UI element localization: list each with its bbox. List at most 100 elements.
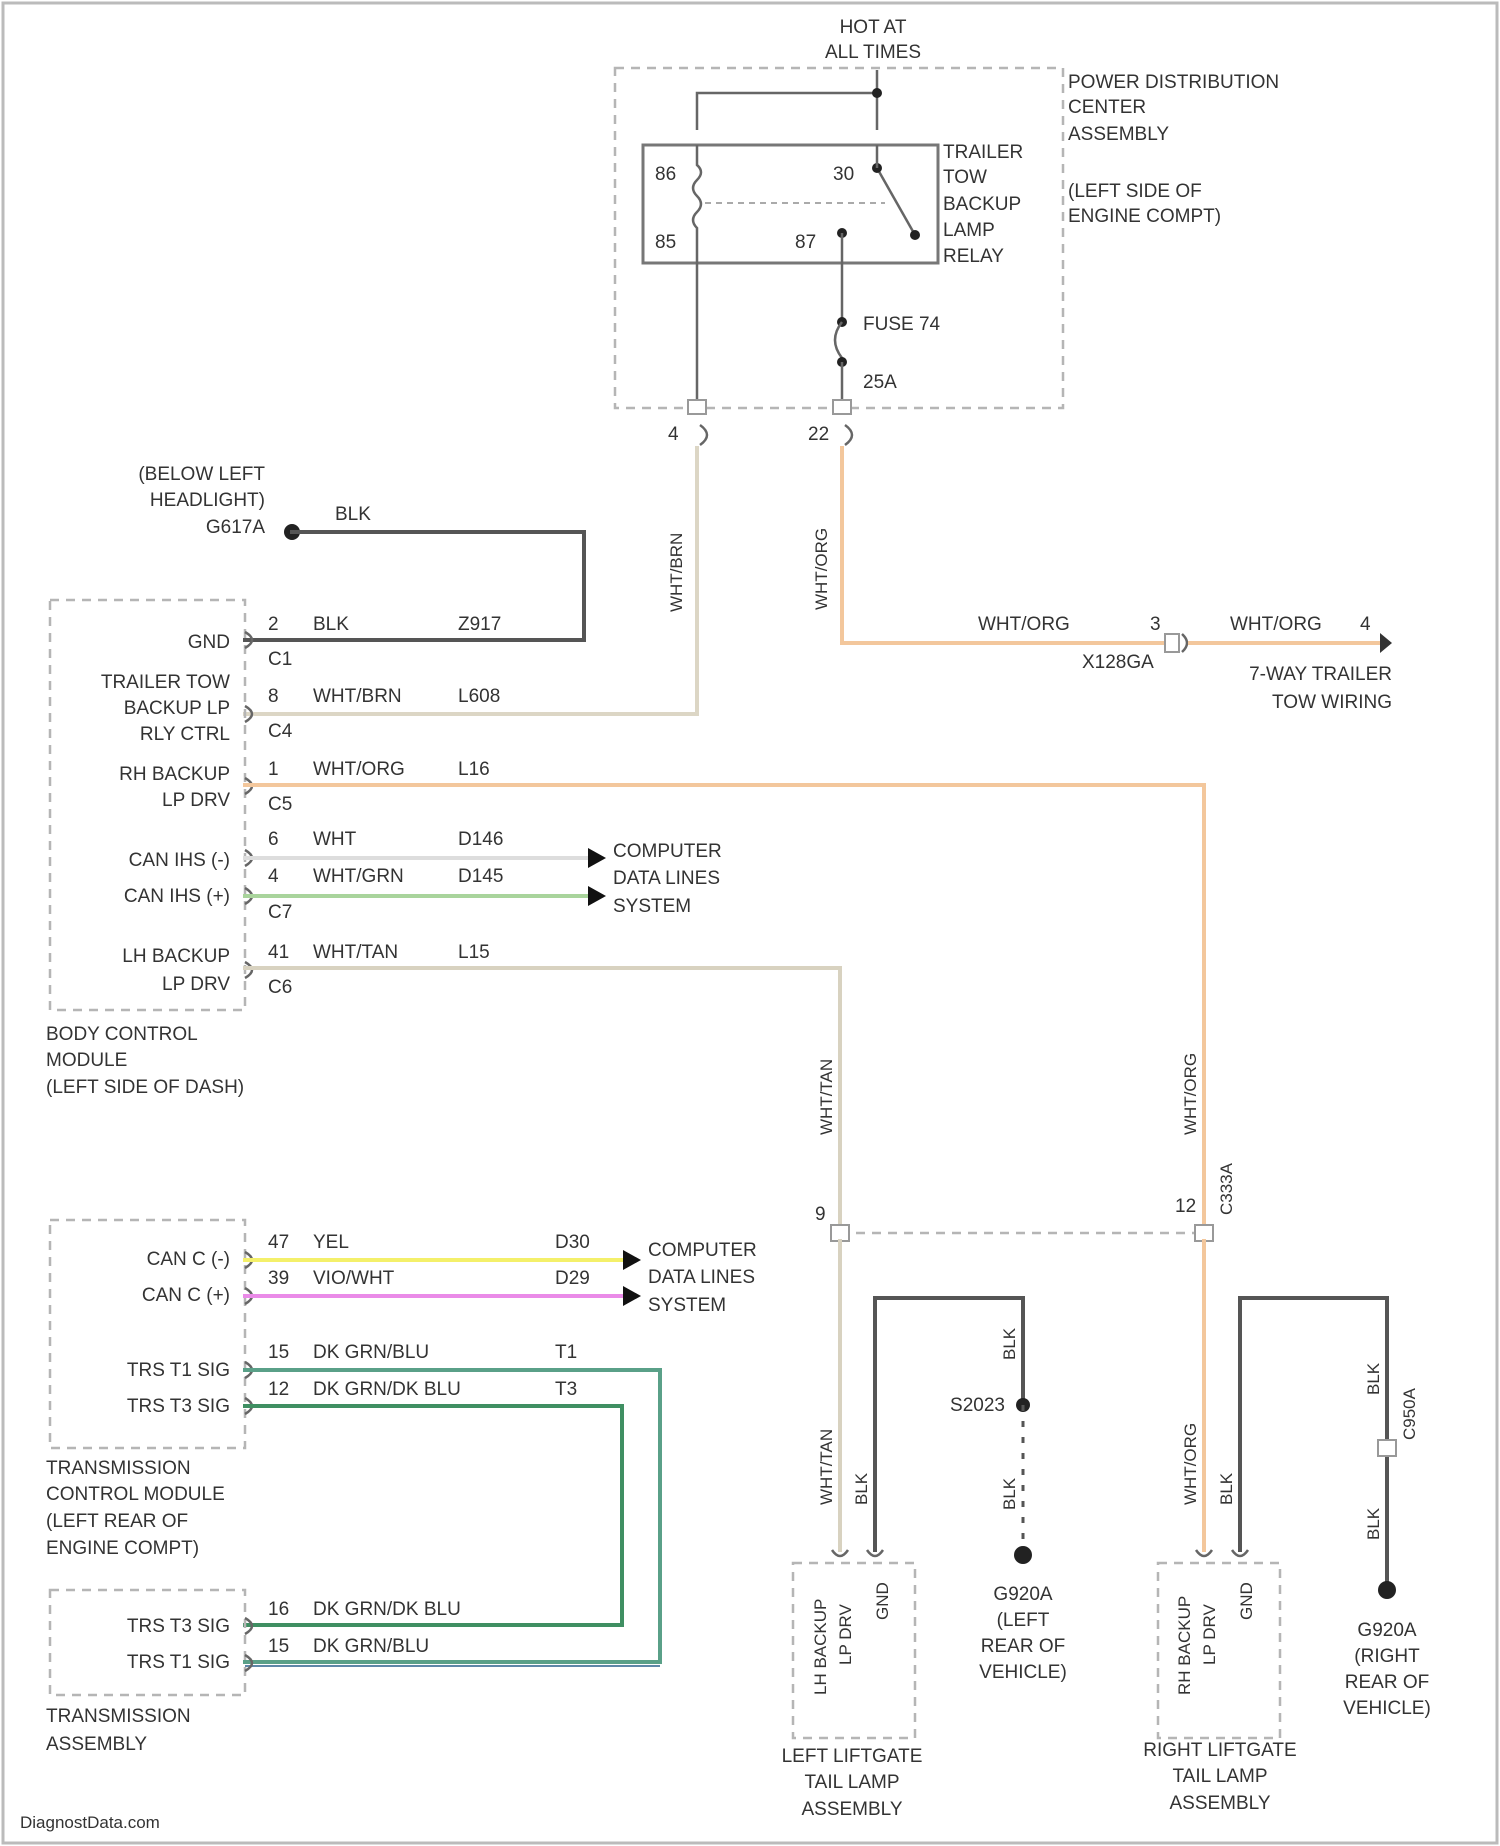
x-connector-id: X128GA bbox=[1082, 652, 1154, 673]
pdc-pin-4: 4 bbox=[668, 424, 679, 445]
pdc-label-1: POWER DISTRIBUTION bbox=[1068, 72, 1279, 93]
tcm-canc-l-pin: 47 bbox=[268, 1232, 289, 1253]
bcm-ttb-wire: WHT/BRN bbox=[313, 686, 402, 707]
c333a-pin-12: 12 bbox=[1175, 1196, 1196, 1217]
bcm-rh-2: LP DRV bbox=[162, 790, 230, 811]
tcm-trs3-circuit: T3 bbox=[555, 1379, 577, 1400]
ta-trs3-wire: DK GRN/DK BLU bbox=[313, 1599, 461, 1620]
ta-trs1-wire: DK GRN/BLU bbox=[313, 1636, 429, 1657]
ll-gnd: GND bbox=[873, 1582, 892, 1620]
tcm-trs3-pin: 12 bbox=[268, 1379, 289, 1400]
cdl-b-2: DATA LINES bbox=[648, 1267, 755, 1288]
tcm-canc-h-pin: 39 bbox=[268, 1268, 289, 1289]
bcm-gnd-pin: 2 bbox=[268, 614, 279, 635]
cdl-a-1: COMPUTER bbox=[613, 841, 722, 862]
tcm-trs1: TRS T1 SIG bbox=[127, 1360, 230, 1381]
tcm-label-1: TRANSMISSION bbox=[46, 1458, 191, 1479]
bcm-canl-wire: WHT bbox=[313, 829, 357, 850]
tt-label-2: TOW WIRING bbox=[1272, 692, 1392, 713]
ll-lamp-2: LP DRV bbox=[836, 1604, 855, 1665]
x-wire-2: WHT/ORG bbox=[1230, 614, 1322, 635]
bcm-c7: C7 bbox=[268, 902, 292, 923]
rl-label-2: TAIL LAMP bbox=[1172, 1766, 1267, 1787]
cdl-b-3: SYSTEM bbox=[648, 1295, 726, 1316]
wire-wht-tan-lh bbox=[245, 968, 840, 1225]
bcm-canl-pin: 6 bbox=[268, 829, 279, 850]
bcm-rh-1: RH BACKUP bbox=[119, 764, 230, 785]
tcm-label-2: CONTROL MODULE bbox=[46, 1484, 225, 1505]
relay-box bbox=[643, 145, 938, 263]
relay-feed bbox=[697, 93, 877, 130]
pdc-label-4: (LEFT SIDE OF bbox=[1068, 181, 1202, 202]
ta-trs3: TRS T3 SIG bbox=[127, 1616, 230, 1637]
ground-g920a-right bbox=[1378, 1581, 1396, 1599]
watermark: DiagnostData.com bbox=[20, 1813, 160, 1832]
rl-lamp-2: LP DRV bbox=[1200, 1604, 1219, 1665]
ta-trs1: TRS T1 SIG bbox=[127, 1652, 230, 1673]
g617-label-3: G617A bbox=[206, 517, 265, 538]
arrow-can-h bbox=[588, 886, 606, 906]
bcm-canh: CAN IHS (+) bbox=[124, 886, 230, 907]
bcm-lh-2: LP DRV bbox=[162, 974, 230, 995]
arrow-can-c-h bbox=[623, 1286, 641, 1306]
relay-pin-85: 85 bbox=[655, 232, 676, 253]
bcm-canl: CAN IHS (-) bbox=[129, 850, 230, 871]
arrow-can-l bbox=[588, 848, 606, 868]
bcm-lh-1: LH BACKUP bbox=[122, 946, 230, 967]
cdl-b-1: COMPUTER bbox=[648, 1240, 757, 1261]
bcm-ttb-3: RLY CTRL bbox=[140, 724, 230, 745]
c333a-id: C333A bbox=[1217, 1162, 1236, 1215]
tcm-canc-h-wire: VIO/WHT bbox=[313, 1268, 395, 1289]
rl-lamp-1: RH BACKUP bbox=[1175, 1596, 1194, 1695]
x-wire-1: WHT/ORG bbox=[978, 614, 1070, 635]
tcm-trs3: TRS T3 SIG bbox=[127, 1396, 230, 1417]
arrow-trailer bbox=[1380, 633, 1392, 653]
g617-label-2: HEADLIGHT) bbox=[150, 490, 265, 511]
tcm-canc-h: CAN C (+) bbox=[142, 1285, 230, 1306]
ll-label-1: LEFT LIFTGATE bbox=[782, 1746, 923, 1767]
fuse-symbol bbox=[835, 322, 842, 358]
bcm-c5: C5 bbox=[268, 794, 292, 815]
wire-wht-brn-label: WHT/BRN bbox=[667, 533, 686, 612]
tcm-trs1-circuit: T1 bbox=[555, 1342, 577, 1363]
trans-assembly-box bbox=[50, 1590, 245, 1695]
relay-label-2: TOW bbox=[943, 167, 987, 188]
bcm-ttb-2: BACKUP LP bbox=[124, 698, 230, 719]
relay-coil bbox=[693, 145, 701, 263]
bcm-ttb-1: TRAILER TOW bbox=[101, 672, 230, 693]
rg-label-4: VEHICLE) bbox=[1343, 1698, 1431, 1719]
bcm-label-1: BODY CONTROL bbox=[46, 1024, 198, 1045]
rl-connector-id: C950A bbox=[1400, 1387, 1419, 1440]
lg-label-2: (LEFT bbox=[997, 1610, 1050, 1631]
arrow-can-c-l bbox=[623, 1250, 641, 1270]
wire-blk-ground bbox=[245, 532, 584, 640]
tcm-label-4: ENGINE COMPT) bbox=[46, 1538, 199, 1559]
page-frame bbox=[3, 3, 1497, 1843]
wire-wht-org-rh bbox=[245, 785, 1204, 1225]
wire-dk-grn-dk-blu-t3 bbox=[245, 1406, 622, 1625]
bcm-c4: C4 bbox=[268, 721, 293, 742]
ll-tan-label: WHT/TAN bbox=[817, 1429, 836, 1505]
bcm-c6: C6 bbox=[268, 977, 292, 998]
bcm-canh-wire: WHT/GRN bbox=[313, 866, 404, 887]
rg-label-3: REAR OF bbox=[1345, 1672, 1429, 1693]
relay-label-5: RELAY bbox=[943, 246, 1004, 267]
ll-blk-label: BLK bbox=[1000, 1327, 1019, 1360]
rg-label-2: (RIGHT bbox=[1354, 1646, 1420, 1667]
s2023-label: S2023 bbox=[950, 1395, 1005, 1416]
lg-label-4: VEHICLE) bbox=[979, 1662, 1067, 1683]
cdl-a-3: SYSTEM bbox=[613, 896, 691, 917]
bcm-canl-circuit: D146 bbox=[458, 829, 503, 850]
ll-lamp-1: LH BACKUP bbox=[811, 1599, 830, 1695]
tcm-trs1-wire: DK GRN/BLU bbox=[313, 1342, 429, 1363]
bcm-ttb-circuit: L608 bbox=[458, 686, 500, 707]
bcm-rh-wire: WHT/ORG bbox=[313, 759, 405, 780]
rl-org-label: WHT/ORG bbox=[1181, 1423, 1200, 1505]
tcm-canc-l-wire: YEL bbox=[313, 1232, 349, 1253]
bcm-label-3: (LEFT SIDE OF DASH) bbox=[46, 1077, 244, 1098]
bcm-canh-circuit: D145 bbox=[458, 866, 503, 887]
hot-label-2: ALL TIMES bbox=[825, 42, 921, 63]
relay-pin-86: 86 bbox=[655, 164, 676, 185]
bcm-gnd: GND bbox=[188, 632, 230, 653]
